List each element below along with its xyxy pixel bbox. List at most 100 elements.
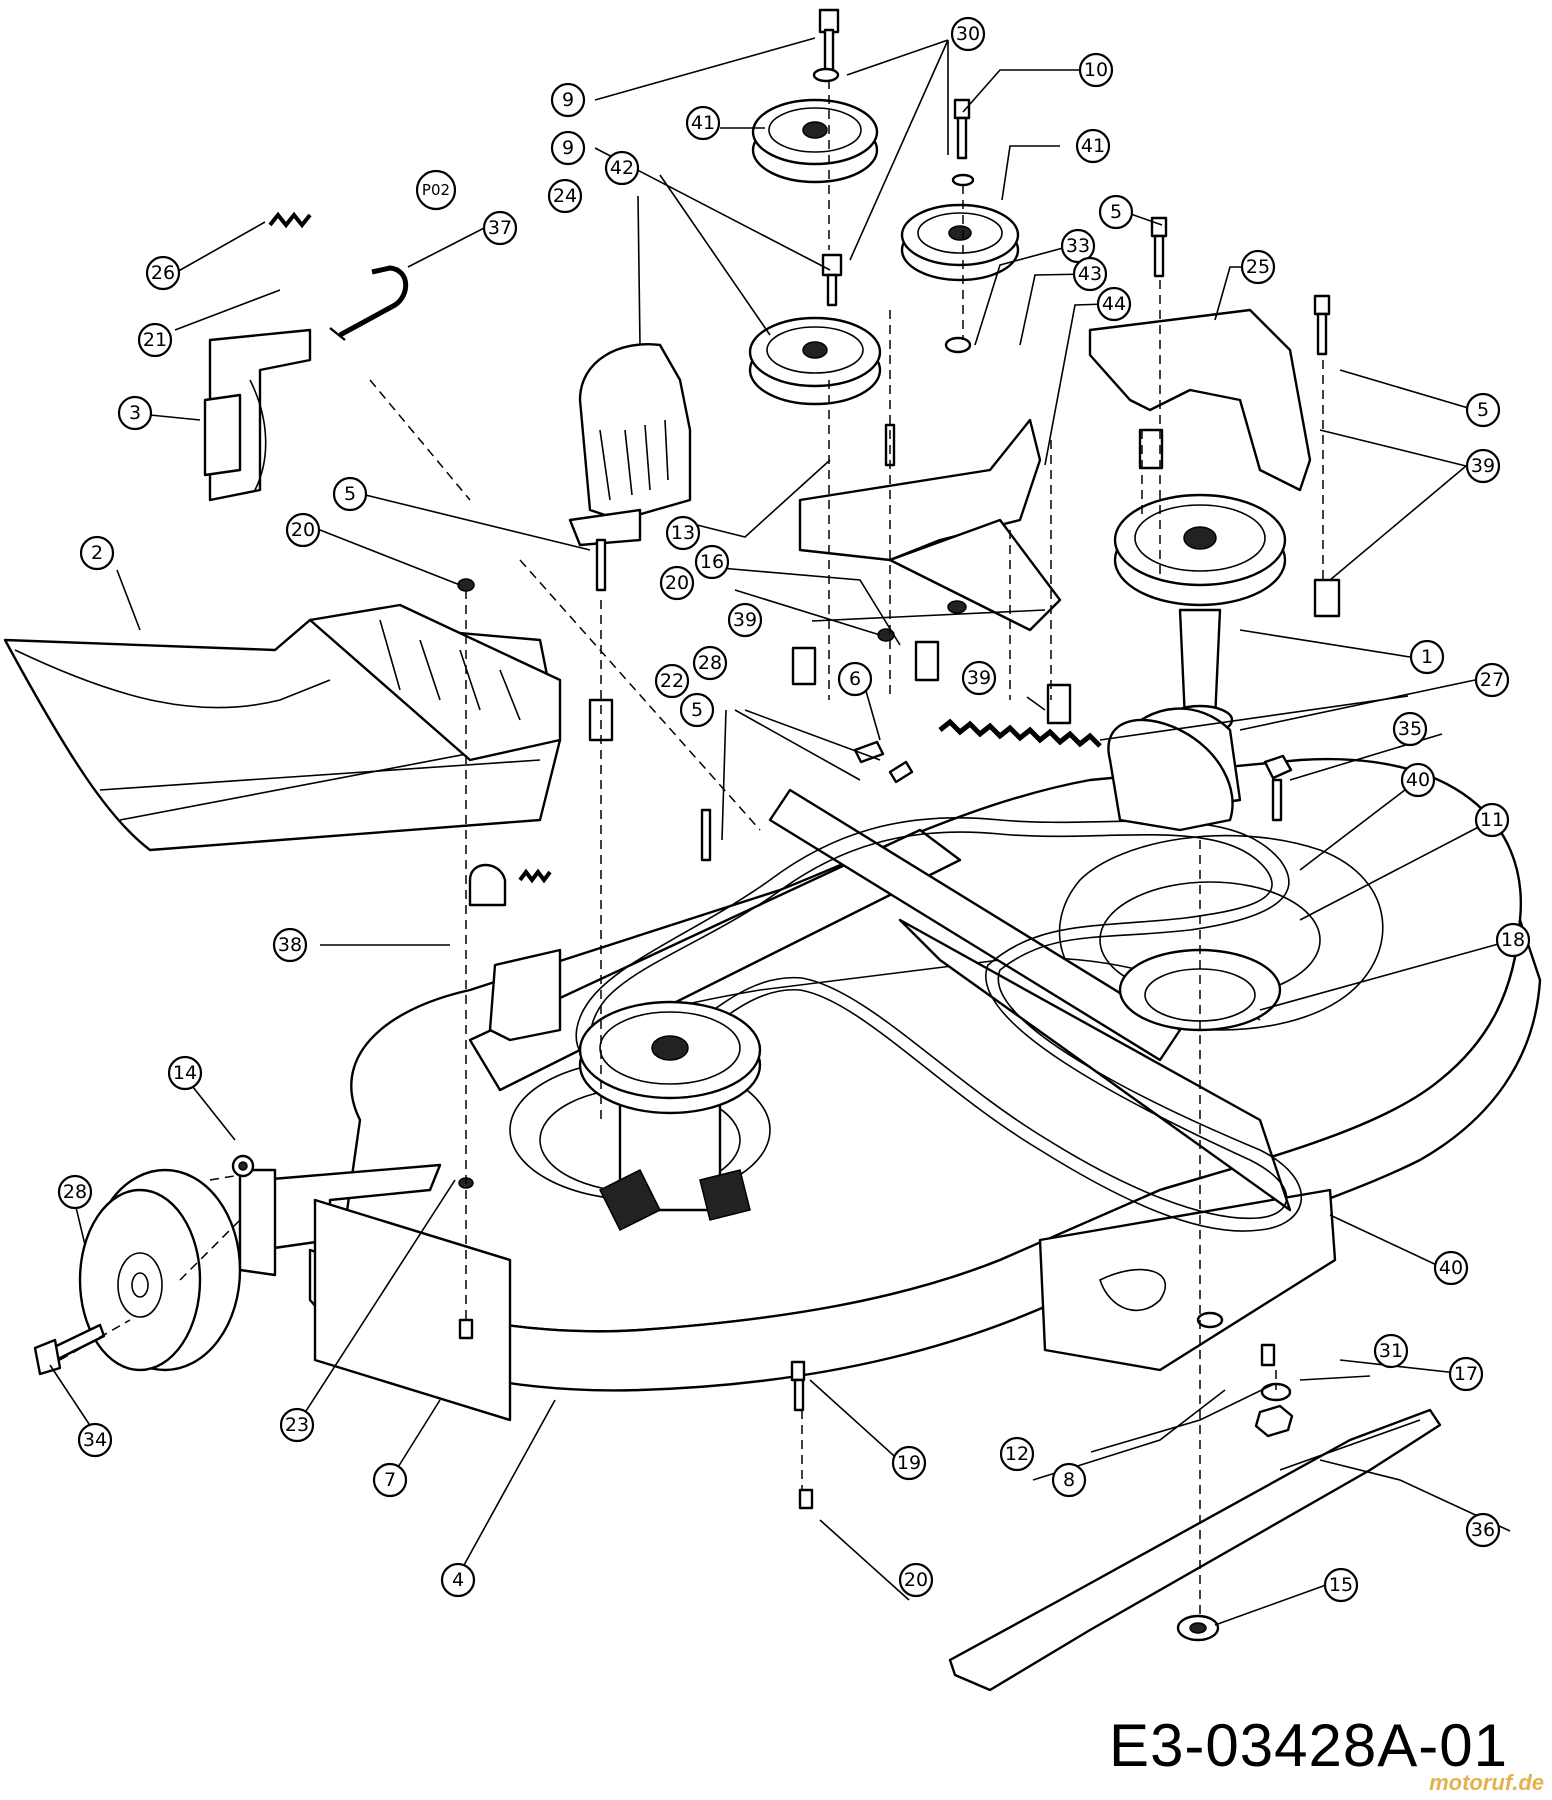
svg-text:2: 2 [91,542,103,564]
callout-40b: 40 [1433,1250,1469,1286]
callout-41b: 41 [1075,128,1111,164]
svg-text:22: 22 [660,670,684,692]
svg-text:20: 20 [291,519,315,541]
idler-pulley-right [900,203,1020,282]
callout-15: 15 [1323,1567,1359,1603]
deck-front-bracket [238,1163,512,1422]
svg-text:8: 8 [1063,1469,1075,1491]
svg-text:41: 41 [691,112,715,134]
svg-text:44: 44 [1102,293,1126,315]
callout-27: 27 [1474,662,1510,698]
callout-13: 13 [665,515,701,551]
callout-34: 34 [77,1422,113,1458]
callout-37: 37 [482,210,518,246]
callout-16: 16 [694,544,730,580]
svg-text:5: 5 [344,483,356,505]
callout-20a: 20 [285,512,321,548]
svg-text:26: 26 [151,262,175,284]
svg-text:16: 16 [700,551,724,573]
svg-text:9: 9 [562,137,574,159]
callout-5c: 5 [1465,392,1501,428]
svg-text:5: 5 [1477,399,1489,421]
left-spindle-pulley [578,1000,762,1232]
callout-39b: 39 [727,602,763,638]
callout-19: 19 [891,1445,927,1481]
svg-text:38: 38 [278,934,302,956]
svg-text:9: 9 [562,89,574,111]
svg-text:31: 31 [1379,1340,1403,1362]
callout-39a: 39 [1465,448,1501,484]
svg-text:17: 17 [1454,1363,1478,1385]
callout-P02: P02 [415,169,457,211]
svg-text:15: 15 [1329,1574,1353,1596]
callout-23: 23 [279,1407,315,1443]
chute-bracket [203,328,312,502]
svg-text:12: 12 [1005,1443,1029,1465]
callout-43: 43 [1072,256,1108,292]
callout-10: 10 [1078,52,1114,88]
svg-text:37: 37 [488,217,512,239]
callout-38: 38 [272,927,308,963]
svg-text:43: 43 [1078,263,1102,285]
assembly-lines [59,80,1324,1620]
callout-14: 14 [167,1055,203,1091]
svg-text:28: 28 [63,1181,87,1203]
svg-text:27: 27 [1480,669,1504,691]
callout-8: 8 [1051,1462,1087,1498]
callout-42: 42 [604,150,640,186]
callout-6: 6 [837,661,873,697]
hook-rod [329,265,409,341]
callout-26: 26 [145,255,181,291]
callout-24: 24 [547,178,583,214]
callout-25: 25 [1240,249,1276,285]
idler-arm-bracket [798,418,1062,632]
svg-text:3: 3 [129,402,141,424]
callout-36: 36 [1465,1512,1501,1548]
svg-text:5: 5 [691,699,703,721]
svg-text:19: 19 [897,1452,921,1474]
blade-bolt [1176,1614,1220,1642]
svg-text:21: 21 [143,329,167,351]
small-hardware [231,8,1341,1510]
callout-3: 3 [117,395,153,431]
svg-text:13: 13 [671,522,695,544]
svg-text:7: 7 [384,1469,396,1491]
callout-22: 22 [654,663,690,699]
cutting-blade [948,1408,1442,1692]
callout-35: 35 [1392,711,1428,747]
belt-guard-right [1088,308,1312,492]
svg-text:41: 41 [1081,135,1105,157]
callout-31: 31 [1373,1333,1409,1369]
svg-text:4: 4 [452,1569,464,1591]
svg-text:20: 20 [665,572,689,594]
svg-text:5: 5 [1110,201,1122,223]
tension-spring [938,718,1102,748]
callout-44: 44 [1096,286,1132,322]
callout-12: 12 [999,1436,1035,1472]
callout-1: 1 [1409,639,1445,675]
svg-text:40: 40 [1439,1257,1463,1279]
chute-pivot-bracket [468,863,562,1042]
upper-spring [268,211,312,229]
callout-9a: 9 [550,82,586,118]
discharge-chute [3,603,562,852]
svg-text:39: 39 [1471,455,1495,477]
callout-20c: 20 [898,1562,934,1598]
callout-39c: 39 [961,660,997,696]
svg-text:18: 18 [1501,929,1525,951]
svg-text:25: 25 [1246,256,1270,278]
belt-guard-left [568,343,692,547]
svg-text:11: 11 [1480,809,1504,831]
callout-40a: 40 [1400,762,1436,798]
callout-30: 30 [950,16,986,52]
callout-5a: 5 [332,476,368,512]
svg-text:33: 33 [1066,235,1090,257]
wheel-bolt [33,1323,106,1376]
gauge-wheel [78,1168,242,1372]
svg-text:P02: P02 [422,181,450,199]
callout-9b: 9 [550,130,586,166]
watermark-logo: motoruf.de [1429,1770,1544,1795]
leader-lines [49,37,1514,1626]
idler-pulley-lower [748,316,882,406]
callout-11: 11 [1474,802,1510,838]
